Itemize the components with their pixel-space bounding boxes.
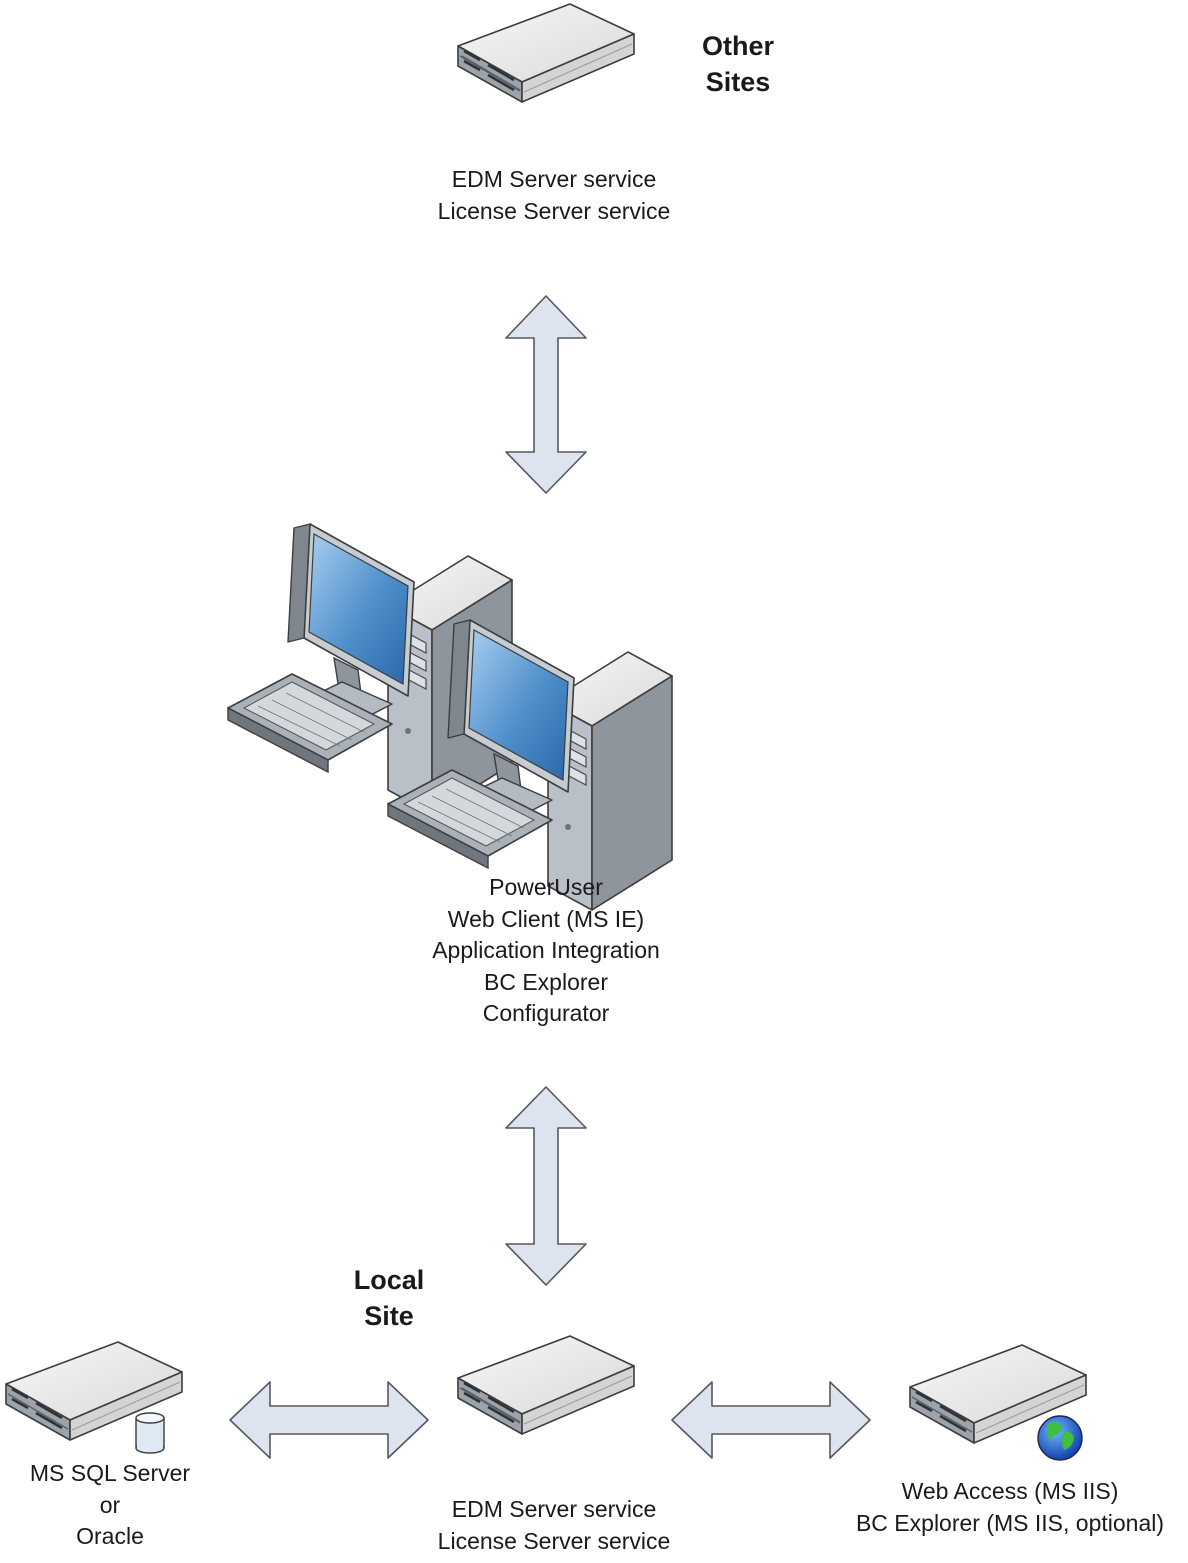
sync-arrow-right: [671, 1381, 871, 1459]
local-site-server-icon: [456, 1334, 636, 1436]
globe-icon: [1037, 1415, 1083, 1461]
database-server-label: MS SQL Server or Oracle: [29, 1460, 191, 1549]
sync-arrow-bottom: [505, 1086, 587, 1286]
workstations-icon: [227, 523, 673, 911]
local-site-server-label: EDM Server service License Server servic…: [437, 1496, 671, 1554]
web-server-icon: [908, 1343, 1088, 1461]
database-cylinder-icon: [135, 1412, 165, 1454]
other-site-server-icon: [456, 2, 636, 104]
sync-arrow-left: [229, 1381, 429, 1459]
web-server-label: Web Access (MS IIS) BC Explorer (MS IIS,…: [855, 1478, 1165, 1536]
other-site-server-label: EDM Server service License Server servic…: [437, 166, 671, 224]
local-site-title: Local Site: [353, 1265, 425, 1331]
sync-arrow-top: [505, 295, 587, 494]
other-sites-title: Other Sites: [701, 31, 774, 97]
database-server-icon: [4, 1340, 184, 1454]
client-apps-label: PowerUser Web Client (MS IE) Application…: [432, 874, 660, 1026]
